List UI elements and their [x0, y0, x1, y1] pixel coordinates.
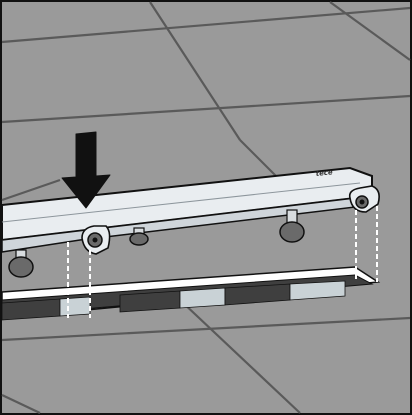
drain-channel: tece: [1, 166, 380, 278]
brand-logo: tece: [315, 168, 333, 178]
grout-line: [1, 94, 411, 124]
grout-line: [1, 316, 411, 342]
mounting-brackets: [81, 185, 380, 255]
foot-base: [8, 256, 34, 278]
mounting-bracket: [348, 185, 380, 213]
recess-segments: [1, 280, 346, 321]
insertion-arrow: [61, 131, 111, 209]
arrow-down-icon: [61, 131, 111, 209]
adjustable-foot: [279, 209, 305, 243]
mounting-bracket: [81, 225, 111, 255]
recess-segment: [289, 280, 346, 301]
floor-recess: [1, 266, 381, 321]
foot-base: [279, 221, 305, 243]
recess-segment: [1, 298, 61, 321]
recess-segment: [59, 296, 91, 317]
adjustable-foot: [129, 227, 149, 246]
recess-segment: [179, 287, 226, 309]
grout-line: [179, 299, 301, 414]
bracket-hole-center: [92, 237, 98, 243]
grout-line: [329, 1, 411, 61]
bracket-hole-center: [359, 199, 365, 205]
grout-line: [1, 178, 61, 202]
grout-line: [1, 6, 411, 44]
recess-segment: [119, 290, 181, 313]
channel-feet: [8, 209, 305, 278]
channel-slot-line: [1, 182, 361, 223]
grout-line: [1, 394, 41, 414]
alignment-guides: [67, 206, 378, 318]
foot-base: [129, 232, 149, 246]
adjustable-foot: [8, 249, 34, 278]
grout-line: [149, 1, 241, 141]
